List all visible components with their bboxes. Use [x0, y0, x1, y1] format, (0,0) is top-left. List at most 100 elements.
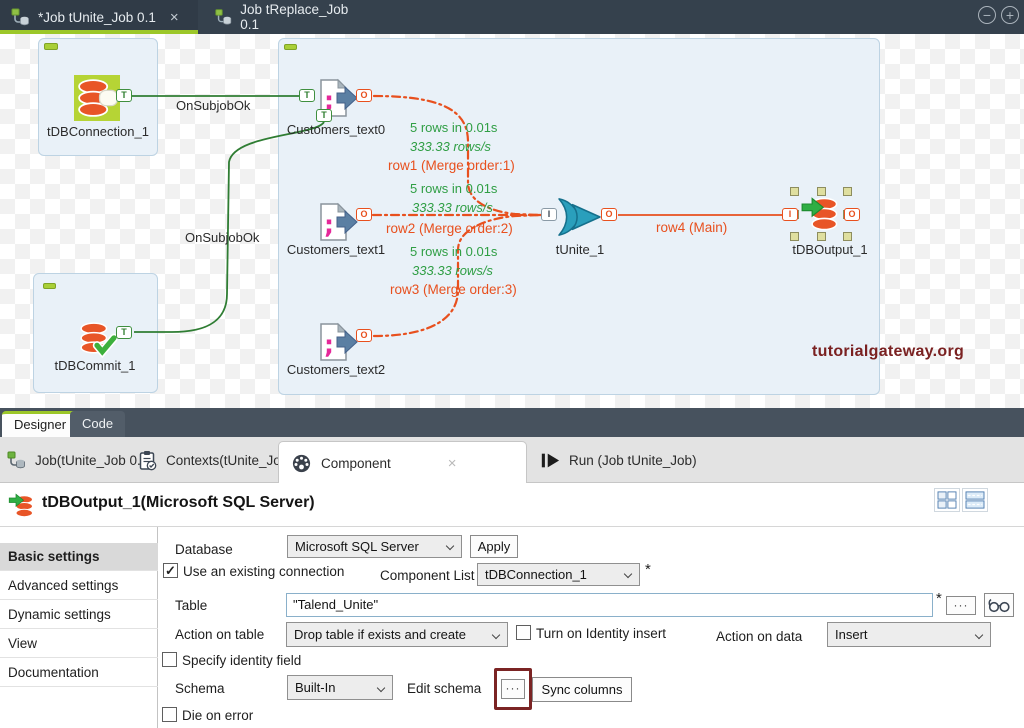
- port-trigger[interactable]: T: [116, 326, 132, 339]
- row3-stat-rows: 5 rows in 0.01s: [410, 244, 497, 259]
- table-preview-button[interactable]: [984, 593, 1014, 617]
- row3-label[interactable]: row3 (Merge order:3): [390, 282, 517, 297]
- sidebar-item-view[interactable]: View: [0, 630, 158, 658]
- customers-text2-icon[interactable]: ;: [318, 322, 358, 362]
- subjob-indicator: [44, 43, 58, 50]
- grid-view-icon[interactable]: [934, 488, 960, 512]
- component-label[interactable]: tUnite_1: [545, 242, 615, 257]
- action-on-table-label: Action on table: [175, 627, 264, 642]
- component-label[interactable]: tDBOutput_1: [775, 242, 885, 257]
- sidebar-item-dynamic-settings[interactable]: Dynamic settings: [0, 601, 158, 629]
- tab-component[interactable]: Component ×: [278, 441, 527, 484]
- selection-handle[interactable]: [817, 187, 826, 196]
- top-tab-bar: *Job tUnite_Job 0.1 × Job tReplace_Job 0…: [0, 0, 1024, 34]
- port-output[interactable]: O: [601, 208, 617, 221]
- tab-contexts[interactable]: Contexts(tUnite_Job): [138, 437, 293, 483]
- component-list-select[interactable]: tDBConnection_1: [477, 563, 640, 586]
- action-on-data-select[interactable]: Insert: [827, 622, 991, 647]
- die-on-error-checkbox[interactable]: [162, 707, 177, 722]
- port-input[interactable]: I: [541, 208, 557, 221]
- edit-schema-label: Edit schema: [407, 681, 481, 696]
- component-list-label: Component List: [380, 568, 475, 583]
- port-output[interactable]: O: [844, 208, 860, 221]
- designer-code-bar: Designer Code: [0, 408, 1024, 437]
- sync-columns-button[interactable]: Sync columns: [532, 677, 632, 702]
- port-trigger[interactable]: T: [299, 89, 315, 102]
- row3-stat-rate: 333.33 rows/s: [412, 263, 493, 278]
- onsubjobok-label-1[interactable]: OnSubjobOk: [176, 98, 250, 113]
- tab-job-view[interactable]: Job(tUnite_Job 0.1): [6, 437, 153, 483]
- component-label[interactable]: Customers_text0: [280, 122, 392, 137]
- tab-designer[interactable]: Designer: [2, 411, 78, 437]
- tunite-icon[interactable]: [556, 197, 602, 237]
- sidebar-item-basic-settings[interactable]: Basic settings: [0, 543, 158, 571]
- component-title: tDBOutput_1(Microsoft SQL Server): [42, 494, 315, 512]
- port-input[interactable]: I: [782, 208, 798, 221]
- component-label[interactable]: tDBCommit_1: [40, 358, 150, 373]
- tdbcommit-icon[interactable]: [77, 320, 117, 358]
- table-input[interactable]: "Talend_Unite": [286, 593, 933, 617]
- database-select[interactable]: Microsoft SQL Server: [287, 535, 462, 558]
- tdbconnection-icon[interactable]: [74, 75, 120, 121]
- row2-label[interactable]: row2 (Merge order:2): [386, 221, 513, 236]
- required-asterisk: *: [645, 561, 651, 578]
- tab-label: Component: [321, 456, 391, 471]
- port-output[interactable]: O: [356, 329, 372, 342]
- port-output[interactable]: O: [356, 89, 372, 102]
- settings-sidebar: Basic settings Advanced settings Dynamic…: [0, 527, 158, 728]
- tab-run[interactable]: Run (Job tUnite_Job): [540, 437, 697, 483]
- die-on-error-label: Die on error: [182, 708, 253, 723]
- tdboutput-icon[interactable]: [800, 194, 842, 234]
- customers-text1-icon[interactable]: ;: [318, 202, 358, 242]
- close-icon[interactable]: ×: [448, 455, 457, 472]
- maximize-icon[interactable]: +: [1001, 6, 1019, 24]
- action-on-table-select[interactable]: Drop table if exists and create: [286, 622, 508, 647]
- table-browse-button[interactable]: ···: [946, 596, 976, 615]
- row1-label[interactable]: row1 (Merge order:1): [388, 158, 515, 173]
- port-trigger[interactable]: T: [116, 89, 132, 102]
- component-label[interactable]: Customers_text1: [280, 242, 392, 257]
- tdboutput-header-icon: [8, 492, 36, 519]
- component-label[interactable]: tDBConnection_1: [30, 124, 166, 139]
- row1-stat-rows: 5 rows in 0.01s: [410, 120, 497, 135]
- action-on-data-label: Action on data: [716, 629, 802, 644]
- identity-insert-checkbox[interactable]: [516, 625, 531, 640]
- schema-select[interactable]: Built-In: [287, 675, 393, 700]
- component-label[interactable]: Customers_text2: [280, 362, 392, 377]
- use-existing-connection-checkbox[interactable]: ✓: [163, 563, 178, 578]
- specify-identity-checkbox[interactable]: [162, 652, 177, 667]
- subjob-indicator: [43, 283, 56, 289]
- onsubjobok-label-2[interactable]: OnSubjobOk: [185, 230, 259, 245]
- table-label: Table: [175, 598, 207, 613]
- tab-code[interactable]: Code: [70, 411, 125, 437]
- run-icon: [540, 451, 560, 470]
- close-icon[interactable]: ×: [170, 9, 179, 26]
- job-icon: [6, 451, 26, 469]
- selection-handle[interactable]: [817, 232, 826, 241]
- selection-handle[interactable]: [790, 232, 799, 241]
- tab-label: Job(tUnite_Job 0.1): [35, 453, 153, 468]
- required-asterisk: *: [936, 590, 942, 607]
- job-icon: [10, 8, 30, 26]
- tab-job-treplace[interactable]: Job tReplace_Job 0.1: [204, 0, 369, 34]
- apply-button[interactable]: Apply: [470, 535, 518, 558]
- component-settings-body: Basic settings Advanced settings Dynamic…: [0, 527, 1024, 728]
- port-trigger[interactable]: T: [316, 109, 332, 122]
- schema-label: Schema: [175, 681, 225, 696]
- sidebar-item-documentation[interactable]: Documentation: [0, 659, 158, 687]
- sidebar-item-advanced-settings[interactable]: Advanced settings: [0, 572, 158, 600]
- database-label: Database: [175, 542, 233, 557]
- row4-label[interactable]: row4 (Main): [656, 220, 727, 235]
- port-output[interactable]: O: [356, 208, 372, 221]
- design-canvas[interactable]: tDBConnection_1 T ; Customers_text0 T O …: [0, 34, 1024, 408]
- minimize-icon[interactable]: −: [978, 6, 996, 24]
- row2-stat-rows: 5 rows in 0.01s: [410, 181, 497, 196]
- tdboutput-selection[interactable]: [794, 191, 848, 237]
- selection-handle[interactable]: [843, 187, 852, 196]
- watermark: tutorialgateway.org: [812, 343, 964, 361]
- selection-handle[interactable]: [790, 187, 799, 196]
- tab-job-tunite[interactable]: *Job tUnite_Job 0.1 ×: [0, 0, 198, 34]
- selection-handle[interactable]: [843, 232, 852, 241]
- rows-view-icon[interactable]: [962, 488, 988, 512]
- svg-text:;: ;: [324, 210, 334, 239]
